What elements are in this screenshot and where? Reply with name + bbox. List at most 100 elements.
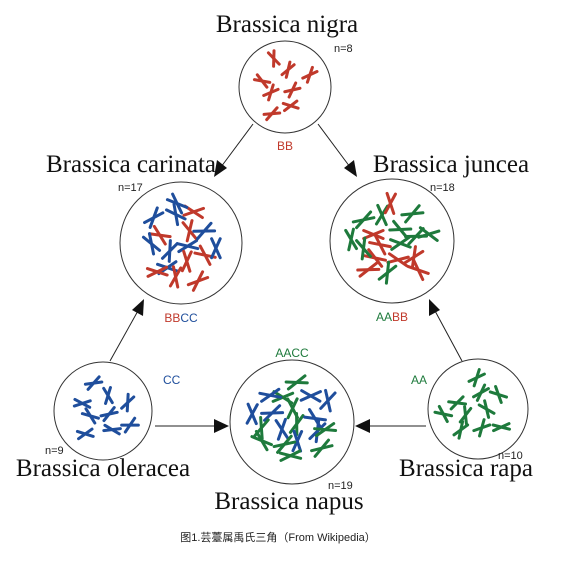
chromosome-count-oleracea: n=9 (45, 445, 64, 457)
chromosome-A (388, 219, 413, 240)
cell-oleracea-circle (53, 361, 153, 461)
chromosome-A (250, 429, 273, 452)
chromosome-A (452, 420, 470, 440)
chromosome-A (472, 383, 490, 402)
chromosome-C (291, 429, 304, 453)
chromosome-B (362, 229, 385, 240)
chromosome-A (488, 384, 509, 405)
chromosome-count-juncea: n=18 (430, 182, 455, 194)
chromosome-count-napus: n=19 (328, 480, 353, 492)
chromosome-C (102, 423, 122, 436)
genome-label-juncea-a: AA (376, 310, 392, 324)
genome-label-rapa: AA (411, 373, 427, 387)
chromosome-B (406, 258, 430, 282)
genome-label-carinata: BBCC (164, 311, 198, 325)
chromosome-B (301, 65, 319, 84)
species-name-napus: Brassica napus (214, 488, 363, 515)
chromosome-A (389, 235, 412, 251)
chromosome-A (284, 374, 309, 391)
chromosome-C (274, 417, 290, 441)
chromosome-C (165, 202, 187, 227)
chromosome-B (266, 49, 281, 68)
chromosome-B (356, 261, 381, 278)
chromosome-C (80, 407, 100, 425)
chromosome-A (417, 226, 441, 242)
chromosome-C (99, 406, 119, 423)
chromosome-A (310, 438, 334, 458)
chromosome-B (383, 191, 397, 215)
chromosome-A (458, 405, 473, 426)
chromosome-B (262, 106, 282, 122)
chromosome-C (141, 232, 162, 256)
chromosome-C (210, 237, 222, 260)
genome-label-juncea: AABB (376, 310, 408, 324)
chromosome-C (75, 427, 95, 441)
chromosome-A (351, 210, 376, 230)
chromosome-A (491, 422, 512, 433)
arrow-oleracea-to-carinata (109, 299, 144, 362)
species-name-carinata: Brassica carinata (46, 151, 216, 178)
cell-napus (229, 359, 355, 485)
chromosome-A (272, 434, 297, 454)
arrows (109, 123, 463, 433)
genome-label-carinata-c: CC (180, 311, 198, 325)
chromosome-B (283, 81, 302, 99)
chromosome-A (377, 260, 398, 285)
genome-label-juncea-b: BB (392, 310, 408, 324)
chromosome-C (143, 206, 165, 229)
arrow-nigra-to-juncea (317, 123, 357, 177)
chromosome-B (262, 83, 280, 102)
chromosome-A (433, 404, 454, 424)
chromosome-B (180, 249, 193, 273)
chromosome-B (363, 248, 388, 268)
chromosome-B (368, 233, 392, 256)
chromosome-A (467, 368, 486, 388)
cell-nigra (238, 40, 332, 134)
chromosome-B (403, 245, 425, 270)
genome-label-carinata-b: BB (164, 311, 180, 325)
chromosome-C (72, 397, 92, 409)
chromosome-count-nigra: n=8 (334, 43, 353, 55)
arrow-rapa-to-napus (355, 419, 426, 433)
chromosome-A (271, 390, 295, 405)
chromosome-A (344, 227, 358, 252)
chromosome-A (472, 418, 492, 438)
chromosome-B (280, 60, 296, 79)
chromosome-C (160, 239, 179, 263)
chromosome-A (400, 204, 425, 224)
chromosome-C (245, 402, 259, 426)
chromosome-C (308, 419, 327, 444)
species-name-oleracea: Brassica oleracea (16, 455, 190, 482)
chromosome-C (299, 389, 322, 403)
species-name-rapa: Brassica rapa (399, 455, 533, 482)
chromosome-B (145, 265, 169, 278)
chromosome-B (386, 252, 410, 268)
chromosome-A (355, 236, 372, 261)
arrow-rapa-to-juncea (429, 299, 463, 362)
chromosome-B (148, 224, 172, 246)
cell-nigra-circle (238, 40, 332, 134)
chromosome-B (252, 73, 272, 89)
chromosome-C (120, 416, 140, 434)
cell-napus-circle (229, 359, 355, 485)
chromosome-B (281, 99, 300, 113)
chromosome-count-rapa: n=10 (498, 450, 523, 462)
chromosome-C (258, 387, 283, 403)
chromosome-C (319, 388, 337, 413)
chromosome-C (192, 221, 217, 241)
chromosome-C (120, 392, 136, 413)
chromosome-count-carinata: n=17 (118, 182, 143, 194)
chromosome-C (176, 239, 200, 254)
genome-label-oleracea: CC (163, 373, 181, 387)
arrow-nigra-to-carinata (214, 123, 254, 177)
chromosome-B (168, 265, 183, 289)
figure-caption: 图1.芸薹属禹氏三角（From Wikipedia） (180, 530, 376, 544)
genome-label-nigra: BB (277, 139, 293, 153)
chromosome-A (477, 399, 496, 419)
chromosome-C (102, 386, 114, 405)
cell-rapa (427, 358, 529, 460)
chromosome-C (83, 375, 104, 391)
arrow-oleracea-to-napus (155, 419, 229, 433)
cell-oleracea (53, 361, 153, 461)
